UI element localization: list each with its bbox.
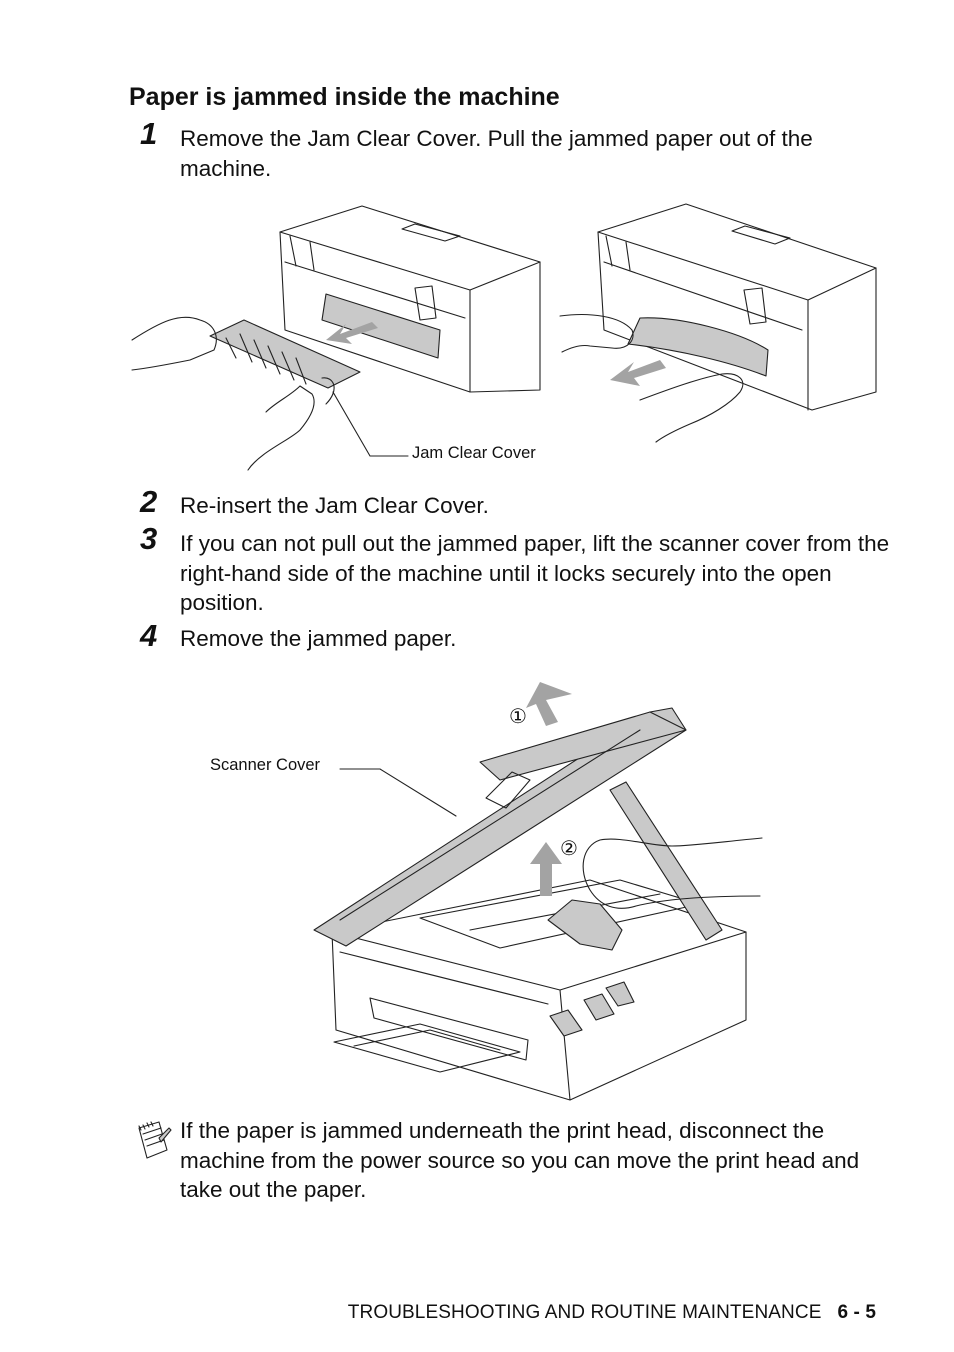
section-heading: Paper is jammed inside the machine <box>129 83 560 111</box>
step-4-text: Remove the jammed paper. <box>180 626 457 651</box>
step-1-text: Remove the Jam Clear Cover. Pull the jam… <box>180 126 813 181</box>
scanner-cover-illustration <box>313 682 763 1101</box>
jam-clear-cover-illustration <box>131 203 877 471</box>
scanner-cover-label: Scanner Cover <box>210 756 321 774</box>
note-pad-icon <box>138 1121 172 1159</box>
step-3-text: If you can not pull out the jammed paper… <box>180 531 890 615</box>
footer-page-number: 6 - 5 <box>837 1302 876 1323</box>
note-text: If the paper is jammed underneath the pr… <box>180 1118 860 1202</box>
step-marker-1: ① <box>509 706 527 728</box>
page-footer: TROUBLESHOOTING AND ROUTINE MAINTENANCE 6… <box>348 1302 876 1324</box>
step-1-number: 1 <box>140 116 158 151</box>
step-marker-2: ② <box>560 838 578 860</box>
step-2-number: 2 <box>140 484 158 519</box>
step-4-number: 4 <box>140 618 158 653</box>
step-3-number: 3 <box>140 521 158 556</box>
jam-clear-cover-label: Jam Clear Cover <box>412 444 536 462</box>
step-2-text: Re-insert the Jam Clear Cover. <box>180 493 489 518</box>
footer-section: TROUBLESHOOTING AND ROUTINE MAINTENANCE <box>347 1302 822 1323</box>
